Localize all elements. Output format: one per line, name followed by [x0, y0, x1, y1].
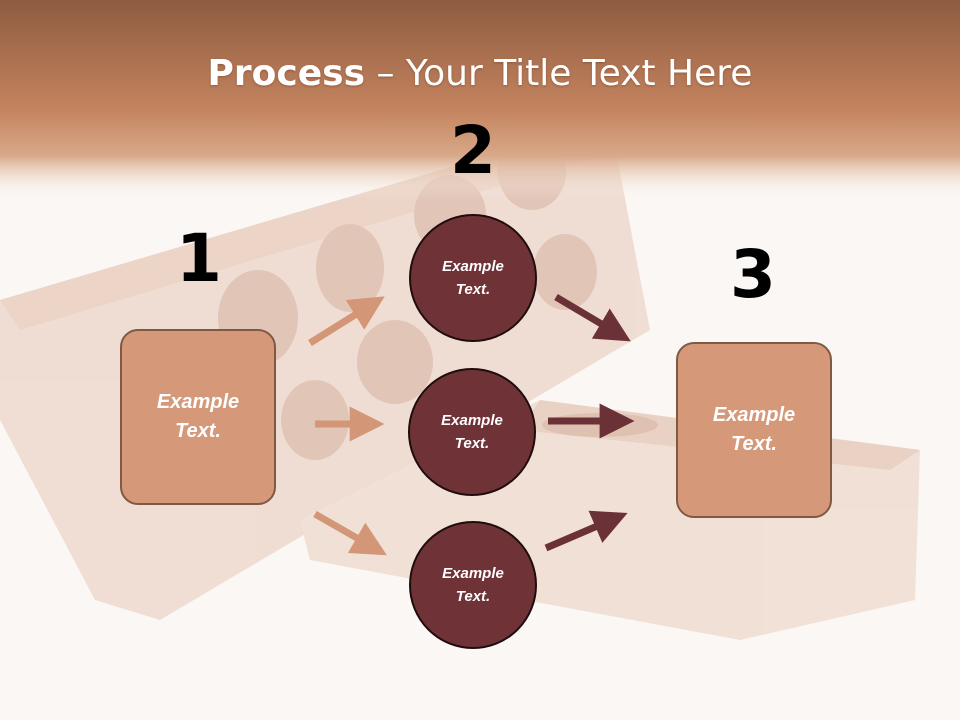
circle-top-text: Example Text. [442, 258, 504, 298]
slide-title: Process – Your Title Text Here [0, 52, 960, 96]
arrow-box-to-circle-top [308, 296, 385, 346]
arrow-circle-top-to-box [554, 293, 631, 342]
step-1-box: Example Text. [120, 329, 276, 505]
step-3-box-text: Example Text. [712, 404, 796, 455]
step-number-1: 1 [176, 220, 222, 297]
title-bold: Process [207, 53, 366, 94]
step-number-3: 3 [730, 236, 776, 313]
title-rest: – Your Title Text Here [365, 53, 753, 94]
step-1-box-text: Example Text. [156, 391, 240, 442]
step-2-circle-bottom: Example Text. [409, 521, 537, 649]
circle-bottom-text: Example Text. [442, 565, 504, 605]
step-number-2: 2 [450, 112, 496, 189]
arrow-box-to-circle-bottom [313, 510, 387, 556]
step-3-box: Example Text. [676, 342, 832, 518]
arrow-circle-bottom-to-box [544, 510, 628, 552]
step-2-circle-top: Example Text. [409, 214, 537, 342]
circle-middle-text: Example Text. [441, 412, 503, 452]
step-2-circle-middle: Example Text. [408, 368, 536, 496]
